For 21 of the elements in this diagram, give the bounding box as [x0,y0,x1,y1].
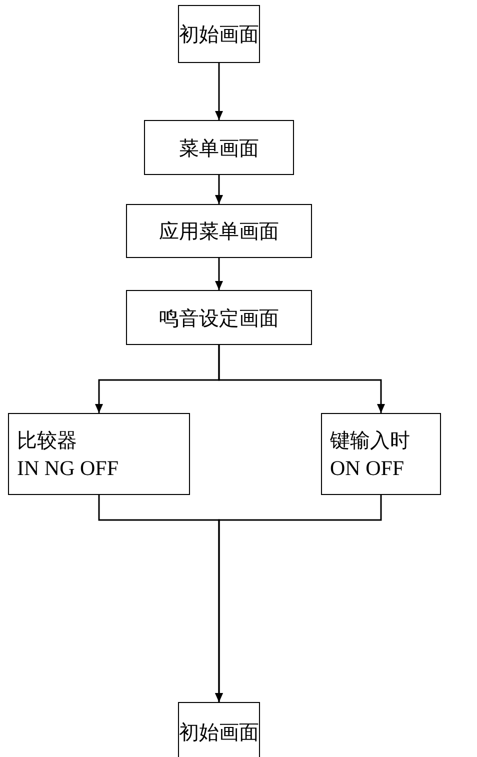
box-label: 比较器 [17,427,77,454]
process-box [126,290,312,345]
process-box [144,120,294,175]
box-label: ON OFF [330,455,404,482]
arrow [215,258,223,290]
box-label: 鸣音设定画面 [159,304,279,332]
box-label: 初始画面 [179,21,259,48]
arrow [215,63,223,120]
process-box [178,702,260,757]
box-label: 应用菜单画面 [159,218,279,245]
box-label: IN NG OFF [17,455,119,482]
box-label: 初始画面 [179,719,259,746]
box-label: 菜单画面 [179,134,259,162]
process-box [8,413,190,495]
arrow [215,175,223,204]
arrow [218,345,385,413]
box-label: 键输入时 [330,427,410,454]
process-box [178,5,260,63]
arrow [215,495,382,702]
process-box [321,413,441,495]
process-box [126,204,312,258]
